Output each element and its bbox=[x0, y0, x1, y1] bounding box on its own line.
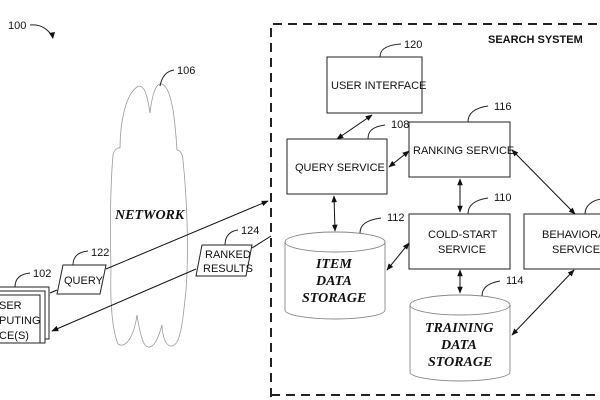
cold-start-line2: SERVICE bbox=[438, 244, 486, 256]
query-service-ref: 108 bbox=[391, 119, 409, 131]
training-storage-line2: DATA bbox=[440, 338, 477, 353]
query-service-ref-leader bbox=[367, 124, 386, 140]
ranked-results-ref: 124 bbox=[241, 225, 259, 237]
ranked-results-shape bbox=[195, 244, 253, 277]
ranking-service-ref-leader bbox=[467, 105, 489, 123]
behavioral-line1: BEHAVIORAL bbox=[542, 229, 600, 241]
query-ref: 122 bbox=[91, 247, 109, 259]
devices-ref-leader bbox=[14, 272, 31, 288]
cold-start-ref: 110 bbox=[494, 192, 512, 204]
user-interface-ref: 120 bbox=[404, 39, 422, 51]
query-service-box: QUERY SERVICE 108 bbox=[286, 119, 409, 195]
query-service-label: QUERY SERVICE bbox=[295, 162, 385, 174]
query-item-storage-arrow bbox=[331, 195, 338, 232]
search-system-boundary bbox=[270, 23, 597, 397]
training-storage-ref: 114 bbox=[506, 275, 524, 287]
query-message: QUERY 122 bbox=[56, 247, 109, 295]
figure-reference: 100 bbox=[8, 20, 55, 39]
devices-label-line2: PUTING bbox=[0, 315, 41, 327]
ranking-service-box: RANKING SERVICE 116 bbox=[408, 101, 514, 178]
query-ui-arrow bbox=[336, 114, 373, 140]
device-card-front bbox=[0, 294, 41, 344]
device-to-query-line bbox=[49, 289, 58, 294]
figure-ref-arrowhead bbox=[49, 32, 55, 39]
training-storage-line3: STORAGE bbox=[428, 355, 492, 370]
item-data-storage: ITEM DATA STORAGE 112 bbox=[284, 212, 405, 320]
behavioral-service-box: BEHAVIORAL SERVICE bbox=[523, 198, 600, 270]
item-storage-line3: STORAGE bbox=[302, 291, 366, 306]
training-behavioral-arrow bbox=[511, 269, 575, 336]
query-shape bbox=[56, 264, 107, 295]
ranked-results-line2: RESULTS bbox=[203, 263, 253, 275]
network-ref: 106 bbox=[177, 65, 195, 77]
item-storage-ref: 112 bbox=[387, 212, 405, 224]
ranking-behavioral-arrow bbox=[511, 149, 576, 215]
ranking-service-label: RANKING SERVICE bbox=[413, 145, 514, 157]
coldstart-item-storage-arrow bbox=[386, 242, 410, 271]
behavioral-ref-leader bbox=[584, 198, 600, 215]
user-interface-label: USER INTERFACE bbox=[331, 80, 426, 92]
devices-label-line1: SER bbox=[0, 300, 22, 312]
item-storage-ref-leader bbox=[359, 217, 382, 234]
ranked-results-message: RANKED RESULTS 124 bbox=[195, 225, 259, 277]
network-cloud: NETWORK 106 bbox=[110, 65, 195, 348]
ranking-service-ref: 116 bbox=[494, 101, 512, 113]
figure-ref-label: 100 bbox=[8, 20, 26, 32]
ranked-results-line1: RANKED bbox=[205, 249, 251, 261]
behavioral-line2: SERVICE bbox=[552, 244, 600, 256]
query-to-search-arrow bbox=[105, 200, 269, 270]
network-label: NETWORK bbox=[114, 208, 186, 223]
query-ref-leader bbox=[72, 250, 89, 266]
cold-start-ref-leader bbox=[467, 197, 489, 215]
item-storage-line1: ITEM bbox=[315, 257, 352, 272]
network-ref-leader bbox=[159, 69, 175, 87]
user-interface-ref-leader bbox=[379, 43, 402, 58]
search-to-ranked-line bbox=[251, 235, 272, 249]
search-system-title: SEARCH SYSTEM bbox=[488, 34, 583, 46]
ranked-to-device-arrow bbox=[51, 268, 197, 332]
devices-label-line3: CE(S) bbox=[0, 330, 29, 342]
training-storage-line1: TRAINING bbox=[425, 321, 493, 336]
item-storage-line2: DATA bbox=[315, 274, 352, 289]
training-storage-ref-leader bbox=[481, 280, 501, 297]
ranked-results-ref-leader bbox=[224, 229, 239, 246]
user-interface-box: USER INTERFACE 120 bbox=[326, 39, 426, 114]
user-computing-devices: SER PUTING CE(S) 102 bbox=[0, 268, 51, 344]
cold-start-service-box: COLD-START SERVICE 110 bbox=[408, 192, 512, 270]
cold-start-line1: COLD-START bbox=[428, 229, 498, 241]
training-data-storage: TRAINING DATA STORAGE 114 bbox=[409, 275, 524, 382]
query-ranking-arrow bbox=[388, 150, 410, 168]
figure-ref-arrow bbox=[29, 24, 53, 37]
devices-ref: 102 bbox=[33, 268, 51, 280]
query-label: QUERY bbox=[64, 275, 104, 287]
